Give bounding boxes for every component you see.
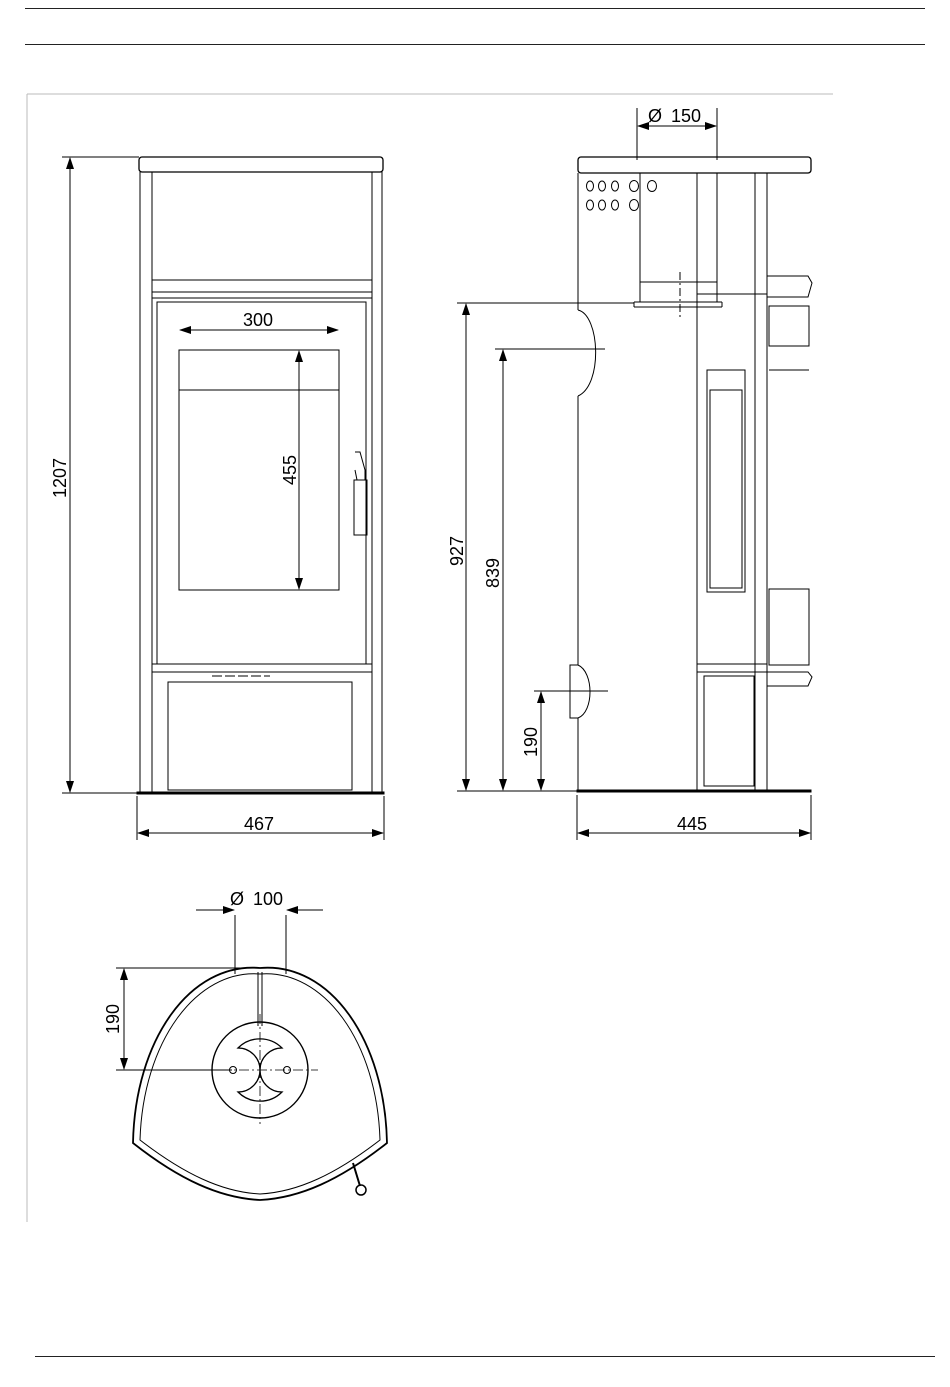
- height-927-label: 927: [447, 536, 467, 566]
- drawing-frame: [27, 94, 833, 1222]
- width-467-label: 467: [244, 814, 274, 834]
- height-839-label: 839: [483, 558, 503, 588]
- diameter-symbol: Ø: [230, 889, 244, 909]
- front-view: [137, 157, 384, 794]
- depth-445-label: 445: [677, 814, 707, 834]
- offset-190-label: 190: [103, 1004, 123, 1034]
- height-1207-label: 1207: [50, 458, 70, 498]
- top-view: [133, 915, 387, 1200]
- window-width-300-label: 300: [243, 310, 273, 330]
- height-190-label: 190: [521, 727, 541, 757]
- side-view: [570, 157, 812, 792]
- diameter-symbol: Ø: [648, 106, 662, 126]
- vent-holes: [587, 181, 657, 211]
- diameter-100-label: Ø 100: [230, 889, 283, 909]
- top-dimensions: [116, 910, 323, 1070]
- side-dimensions: [457, 108, 811, 840]
- window-height-455-label: 455: [280, 455, 300, 485]
- air-diameter-value: 100: [253, 889, 283, 909]
- flue-diameter-value: 150: [671, 106, 701, 126]
- diameter-150-label: Ø 150: [648, 106, 701, 126]
- front-dimensions: [62, 157, 384, 840]
